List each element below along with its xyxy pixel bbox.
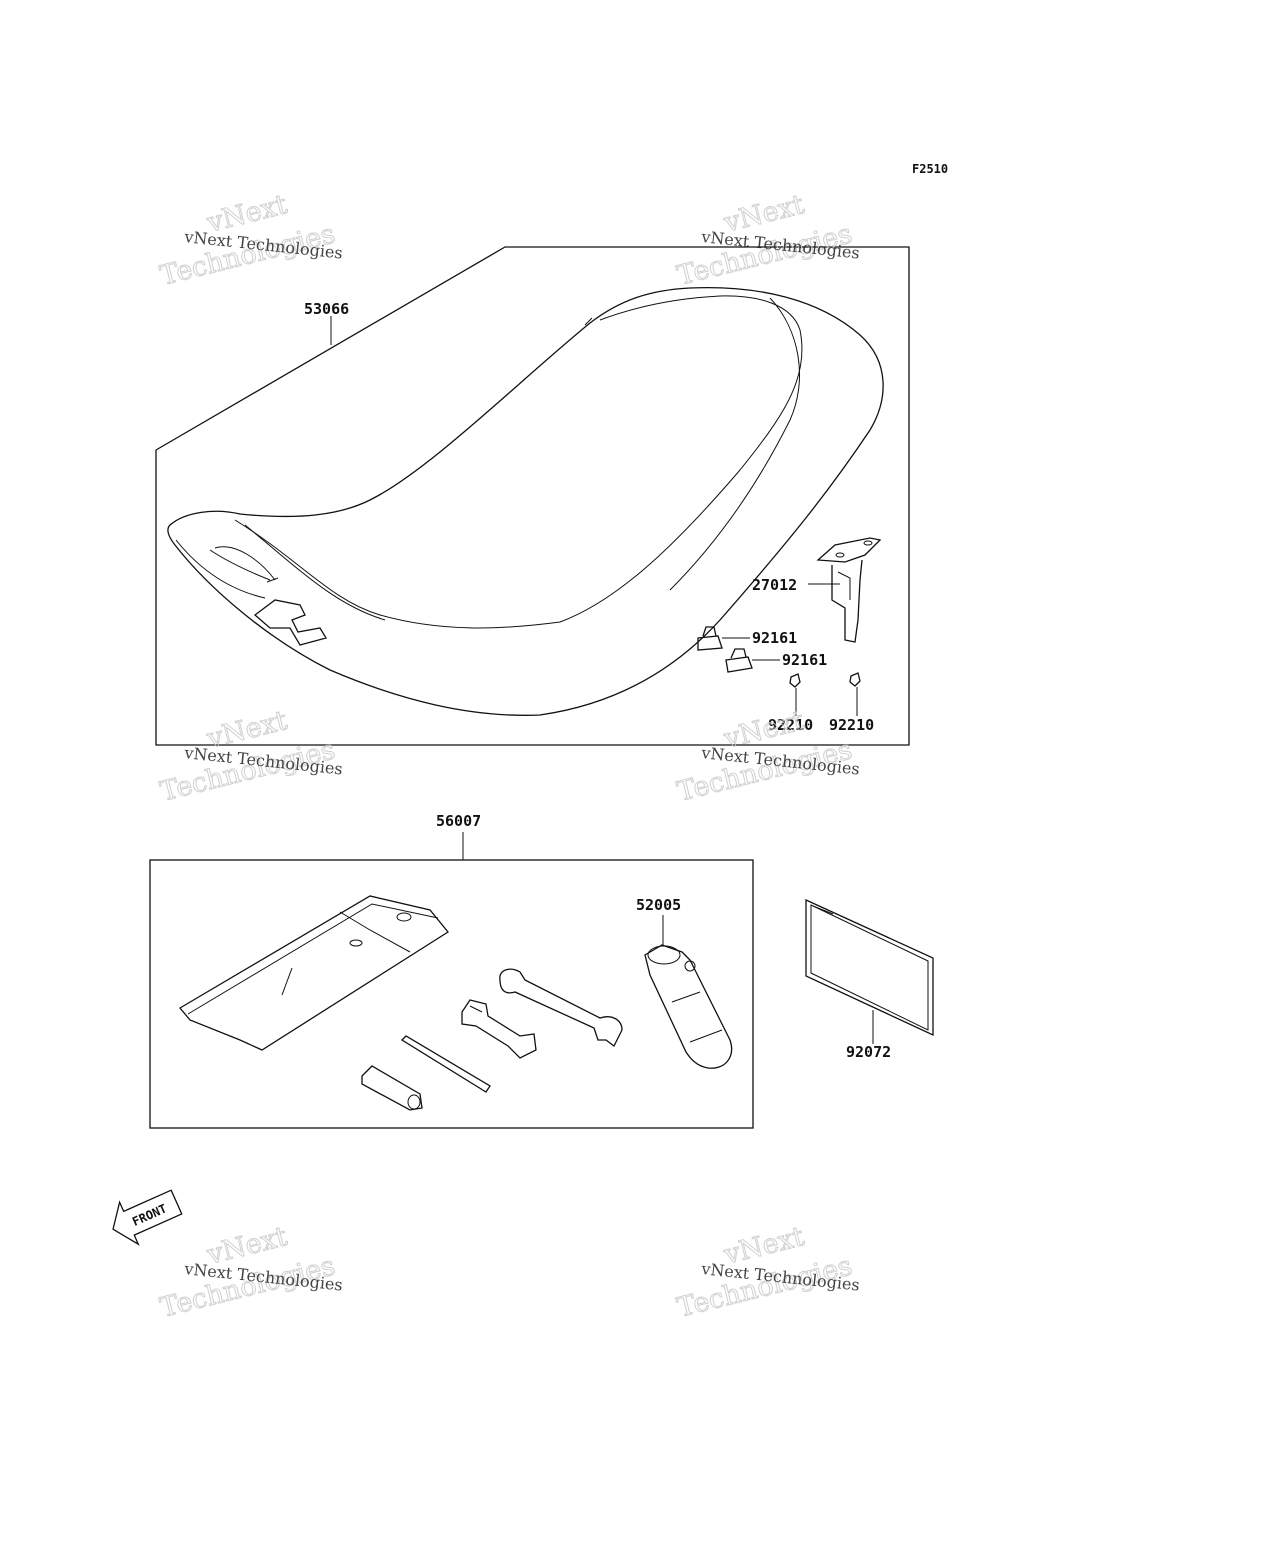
watermark-bottom-right: vNext Technologies vNext Technologies <box>674 1221 861 1325</box>
clip-icon-left <box>789 673 801 688</box>
owners-manual-icon <box>805 898 934 1037</box>
cushion-icon-lower <box>725 648 753 673</box>
spark-plug-wrench-icon <box>644 944 733 1069</box>
tool-kit-frame <box>149 859 754 1129</box>
box-wrench-icon <box>461 999 537 1059</box>
watermark-top-left: vNext Technologies vNext Technologies <box>157 189 344 293</box>
watermark-top-right: vNext Technologies vNext Technologies <box>674 189 861 293</box>
label-92161-upper[interactable]: 92161 <box>752 629 797 647</box>
label-56007[interactable]: 56007 <box>436 812 481 830</box>
clip-icon-right <box>849 672 861 687</box>
label-53066[interactable]: 53066 <box>304 300 349 318</box>
handle-icon <box>361 1065 423 1111</box>
watermark-mid-left: vNext Technologies vNext Technologies <box>157 705 344 809</box>
seat-icon <box>167 286 884 716</box>
front-arrow-icon: FRONT <box>112 1189 183 1246</box>
figure-code: F2510 <box>912 162 948 176</box>
bracket-icon <box>816 537 882 643</box>
screwdriver-icon <box>400 1035 491 1093</box>
label-27012[interactable]: 27012 <box>752 576 797 594</box>
label-92161-lower[interactable]: 92161 <box>782 651 827 669</box>
cushion-icon-upper <box>697 626 723 651</box>
wrench-icon <box>499 968 623 1047</box>
seat-assembly-frame <box>155 246 910 746</box>
label-92072[interactable]: 92072 <box>846 1043 891 1061</box>
label-92210-right[interactable]: 92210 <box>829 716 874 734</box>
tool-bag-icon <box>179 895 449 1051</box>
watermark-bottom-left: vNext Technologies vNext Technologies <box>157 1221 344 1325</box>
label-92210-left[interactable]: 92210 <box>768 716 813 734</box>
label-52005[interactable]: 52005 <box>636 896 681 914</box>
